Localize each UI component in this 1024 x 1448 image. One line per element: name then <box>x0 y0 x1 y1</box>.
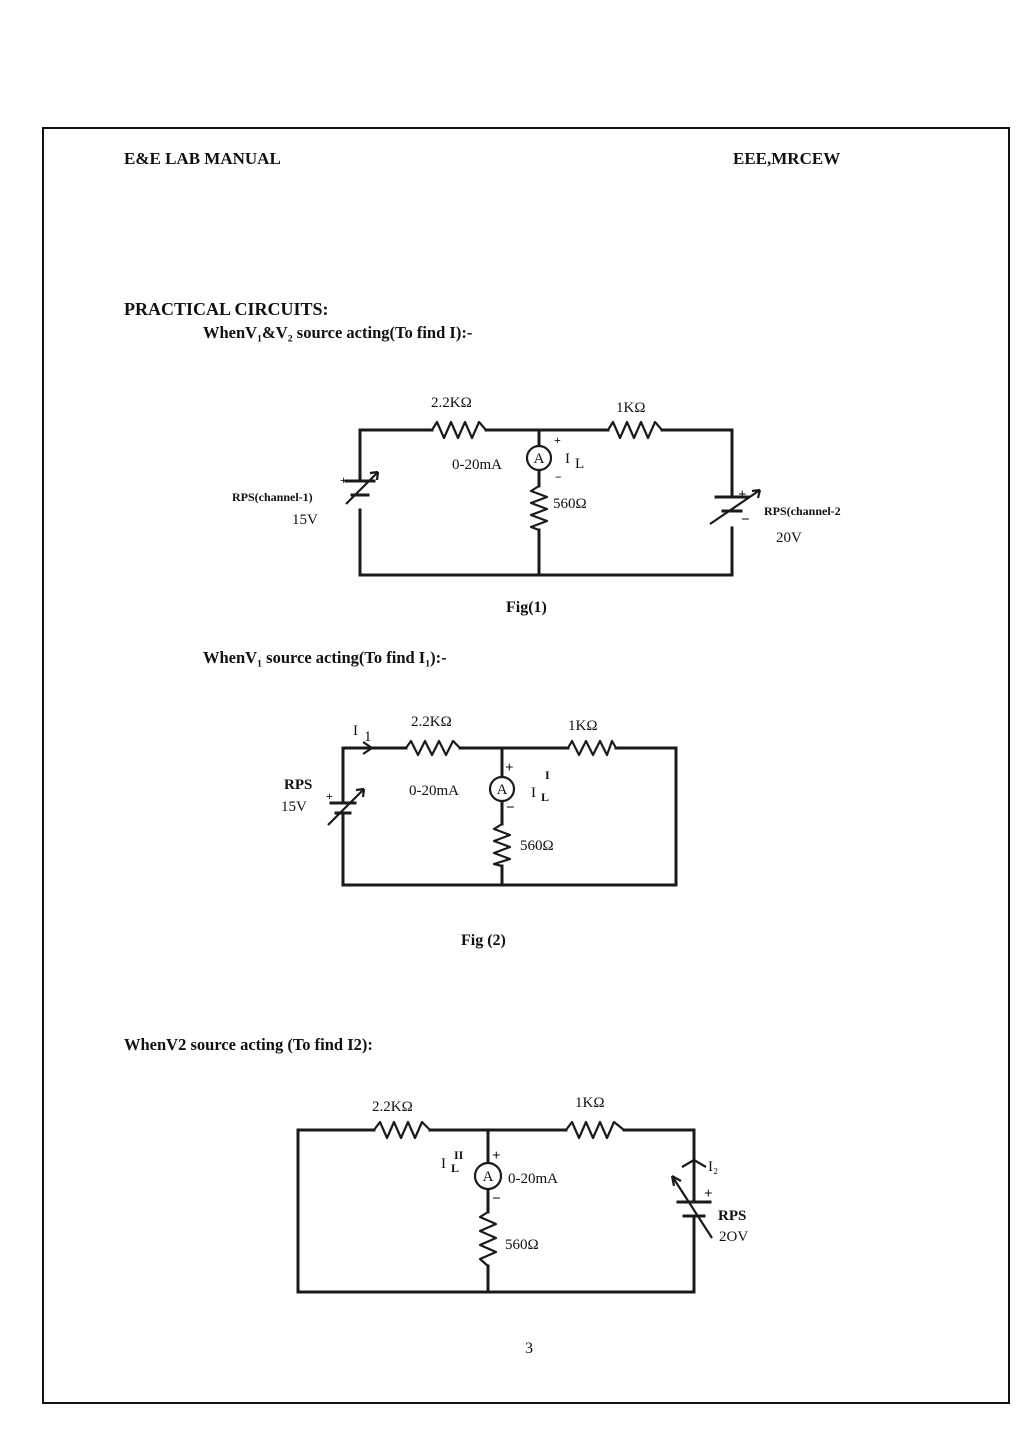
fig1-heading: WhenV₁&V₂ source acting(To find I):- <box>203 323 473 342</box>
fig1-resistor-560 <box>529 485 549 532</box>
fig2-caption: Fig (2) <box>461 932 506 949</box>
fig3-ammeter-minus: − <box>492 1191 501 1207</box>
fig2-current-i1: I <box>353 723 358 739</box>
fig2-ammeter <box>488 775 516 803</box>
fig2-ammeter-plus: + <box>505 760 514 776</box>
fig3-source-variable-arrow <box>670 1175 713 1239</box>
fig3-label-560: 560Ω <box>505 1237 539 1253</box>
fig2-source-plus: + <box>326 789 333 803</box>
fig2-loop-wire <box>341 746 678 887</box>
page-number: 3 <box>525 1340 533 1357</box>
fig2-heading: WhenV₁ source acting(To find I₁):- <box>203 648 447 667</box>
fig2-source-variable-arrow <box>327 787 366 826</box>
fig3-label-2-2k: 2.2KΩ <box>372 1099 413 1115</box>
fig2-current-arrow <box>362 741 374 755</box>
fig2-label-1k: 1KΩ <box>568 718 597 734</box>
fig2-ammeter-symbol: A <box>497 782 508 798</box>
fig1-source1-variable-arrow <box>345 470 380 505</box>
fig3-ammeter <box>473 1161 503 1191</box>
fig1-caption: Fig(1) <box>506 599 547 616</box>
fig3-ammeter-range: 0-20mA <box>508 1171 558 1187</box>
fig1-label-560: 560Ω <box>553 496 587 512</box>
fig1-source2-value: 20V <box>776 530 802 546</box>
fig2-current-i1-subscript: 1 <box>364 729 372 745</box>
fig1-label-2-2k: 2.2KΩ <box>431 395 472 411</box>
fig2-source-value: 15V <box>281 799 307 815</box>
fig2-current-subscript: L <box>541 790 549 804</box>
page-border <box>42 127 1010 1404</box>
fig1-ammeter-range: 0-20mA <box>452 457 502 473</box>
fig1-source2-name: RPS(channel-2 <box>764 504 841 518</box>
fig3-resistor-1k <box>565 1120 625 1140</box>
fig3-source-plus: + <box>704 1186 713 1202</box>
fig1-source1-value: 15V <box>292 512 318 528</box>
fig1-source1-plus: + <box>340 473 347 487</box>
fig3-ammeter-plus: + <box>492 1148 501 1164</box>
fig3-current-superscript: II <box>454 1148 464 1162</box>
fig1-resistor-1k <box>607 420 663 440</box>
fig1-ammeter <box>525 444 553 472</box>
header-institution: EEE,MRCEW <box>733 149 841 168</box>
fig2-resistor-560 <box>492 823 512 868</box>
fig2-ammeter-minus: − <box>506 800 515 816</box>
fig1-current-label: I <box>565 451 570 467</box>
fig3-ammeter-symbol: A <box>483 1169 494 1185</box>
fig3-label-1k: 1KΩ <box>575 1095 604 1111</box>
fig3-loop-wire <box>296 1128 696 1294</box>
fig1-ammeter-minus: − <box>555 470 562 484</box>
fig2-resistor-1k <box>567 739 617 757</box>
fig2-label-560: 560Ω <box>520 838 554 854</box>
fig2-current-superscript: I <box>545 768 550 782</box>
fig1-ammeter-symbol: A <box>534 451 545 467</box>
fig3-current-i2: I₂ <box>708 1159 718 1175</box>
fig3-circuit: A + − + 2.2KΩ 1KΩ 560Ω 0-20mA I L II I₂ … <box>296 1095 748 1294</box>
fig3-resistor-2-2k <box>373 1120 431 1140</box>
fig3-heading: WhenV2 source acting (To find I2): <box>124 1035 373 1054</box>
fig3-current-subscript: L <box>451 1161 459 1175</box>
fig2-current-label: I <box>531 785 536 801</box>
fig1-source1-name: RPS(channel-1) <box>232 490 313 504</box>
fig1-current-subscript: L <box>575 456 584 472</box>
section-title: PRACTICAL CIRCUITS: <box>124 299 329 319</box>
fig2-circuit: A + − + I 1 2.2KΩ 1KΩ 560Ω 0-20mA I L I … <box>281 714 678 887</box>
fig1-source2-variable-arrow <box>709 488 762 525</box>
fig1-top-wire <box>358 428 734 498</box>
fig1-resistor-2-2k <box>431 420 487 440</box>
fig2-source-name: RPS <box>284 777 312 793</box>
fig2-resistor-2-2k <box>405 739 461 757</box>
fig3-resistor-560 <box>478 1211 498 1267</box>
fig2-label-2-2k: 2.2KΩ <box>411 714 452 730</box>
header-title: E&E LAB MANUAL <box>124 149 281 168</box>
fig1-label-1k: 1KΩ <box>616 400 645 416</box>
fig1-left-bottom-wire <box>358 428 734 577</box>
fig1-ammeter-plus: + <box>554 433 561 447</box>
fig3-current-arrow <box>681 1158 707 1168</box>
fig1-source2-minus: − <box>741 512 750 528</box>
fig1-source2-plus: + <box>738 487 747 503</box>
fig3-source-name: RPS <box>718 1208 746 1224</box>
fig1-circuit: A + − + + − 2.2KΩ 1KΩ 560Ω 0-20mA I L RP… <box>232 395 841 577</box>
fig3-current-label: I <box>441 1156 446 1172</box>
fig3-source-value: 2OV <box>719 1229 748 1245</box>
fig2-ammeter-range: 0-20mA <box>409 783 459 799</box>
